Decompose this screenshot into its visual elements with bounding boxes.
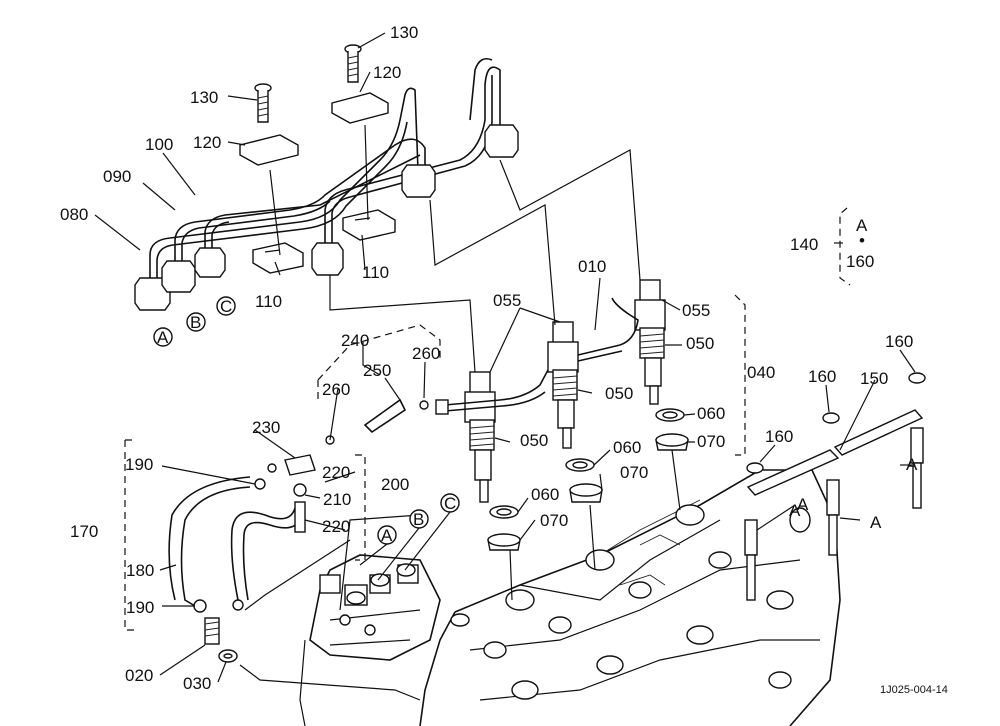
callout-260: 260 bbox=[322, 380, 350, 399]
callout-210: 210 bbox=[323, 490, 351, 509]
callout-220: 220 bbox=[322, 517, 350, 536]
group-140-key: A • 160 bbox=[846, 216, 874, 271]
callout-040: 040 bbox=[747, 363, 775, 382]
group-140-dot: • bbox=[859, 231, 865, 250]
callout-070: 070 bbox=[620, 463, 648, 482]
group-140-top: A bbox=[856, 216, 868, 235]
figure-id: 1J025-004-14 bbox=[880, 684, 948, 696]
callout-A-plug: A bbox=[870, 513, 882, 532]
circled-letter: C bbox=[220, 297, 232, 316]
leader-lines bbox=[94, 32, 916, 683]
cylinder-head bbox=[299, 469, 841, 726]
callout-050: 050 bbox=[605, 384, 633, 403]
callout-230: 230 bbox=[252, 418, 280, 437]
callout-240: 240 bbox=[341, 331, 369, 350]
callout-190: 190 bbox=[125, 455, 153, 474]
callout-055: 055 bbox=[493, 291, 521, 310]
group-140-bottom: 160 bbox=[846, 252, 874, 271]
callout-020: 020 bbox=[125, 666, 153, 685]
circled-letter: B bbox=[413, 510, 424, 529]
injection-nozzles bbox=[435, 279, 689, 551]
callout-120: 120 bbox=[373, 63, 401, 82]
callout-130: 130 bbox=[190, 88, 218, 107]
glow-plugs bbox=[744, 372, 926, 601]
circled-letter: C bbox=[444, 494, 456, 513]
circled-letter-markers: A B C A B C bbox=[153, 296, 460, 581]
callout-080: 080 bbox=[60, 205, 88, 224]
callout-070: 070 bbox=[540, 511, 568, 530]
callout-200: 200 bbox=[381, 475, 409, 494]
pipe-clamps bbox=[239, 44, 396, 274]
callout-050: 050 bbox=[686, 334, 714, 353]
callout-110: 110 bbox=[255, 292, 282, 311]
fuel-hoses bbox=[168, 398, 429, 663]
callout-010: 010 bbox=[578, 257, 606, 276]
callout-060: 060 bbox=[697, 404, 725, 423]
callout-030: 030 bbox=[183, 674, 211, 693]
callout-070: 070 bbox=[697, 432, 725, 451]
callout-110: 110 bbox=[362, 263, 389, 282]
callout-160: 160 bbox=[765, 427, 793, 446]
circled-letter: A bbox=[157, 328, 169, 347]
callout-060: 060 bbox=[613, 438, 641, 457]
callout-220: 220 bbox=[322, 463, 350, 482]
callout-100: 100 bbox=[145, 135, 173, 154]
callout-170: 170 bbox=[70, 522, 98, 541]
callout-050: 050 bbox=[520, 431, 548, 450]
callout-060: 060 bbox=[531, 485, 559, 504]
callout-120: 120 bbox=[193, 133, 221, 152]
circled-letter: B bbox=[190, 313, 201, 332]
callout-140: 140 bbox=[790, 235, 818, 254]
reference-lines bbox=[124, 124, 851, 701]
callout-A-plug: A bbox=[789, 501, 801, 520]
callout-055: 055 bbox=[682, 301, 710, 320]
callout-130: 130 bbox=[390, 23, 418, 42]
callout-A-plug: A bbox=[797, 495, 809, 514]
callout-150: 150 bbox=[860, 369, 888, 388]
callout-090: 090 bbox=[103, 167, 131, 186]
callout-A-plug: A bbox=[906, 455, 918, 474]
callout-160: 160 bbox=[885, 332, 913, 351]
callout-180: 180 bbox=[126, 561, 154, 580]
injection-pipes bbox=[134, 57, 519, 311]
callout-labels: 130 120 130 120 100 090 080 110 110 140 … bbox=[60, 23, 918, 693]
callout-250: 250 bbox=[363, 361, 391, 380]
callout-260: 260 bbox=[412, 344, 440, 363]
callout-160: 160 bbox=[808, 367, 836, 386]
circled-letter: A bbox=[381, 526, 393, 545]
callout-190: 190 bbox=[126, 598, 154, 617]
